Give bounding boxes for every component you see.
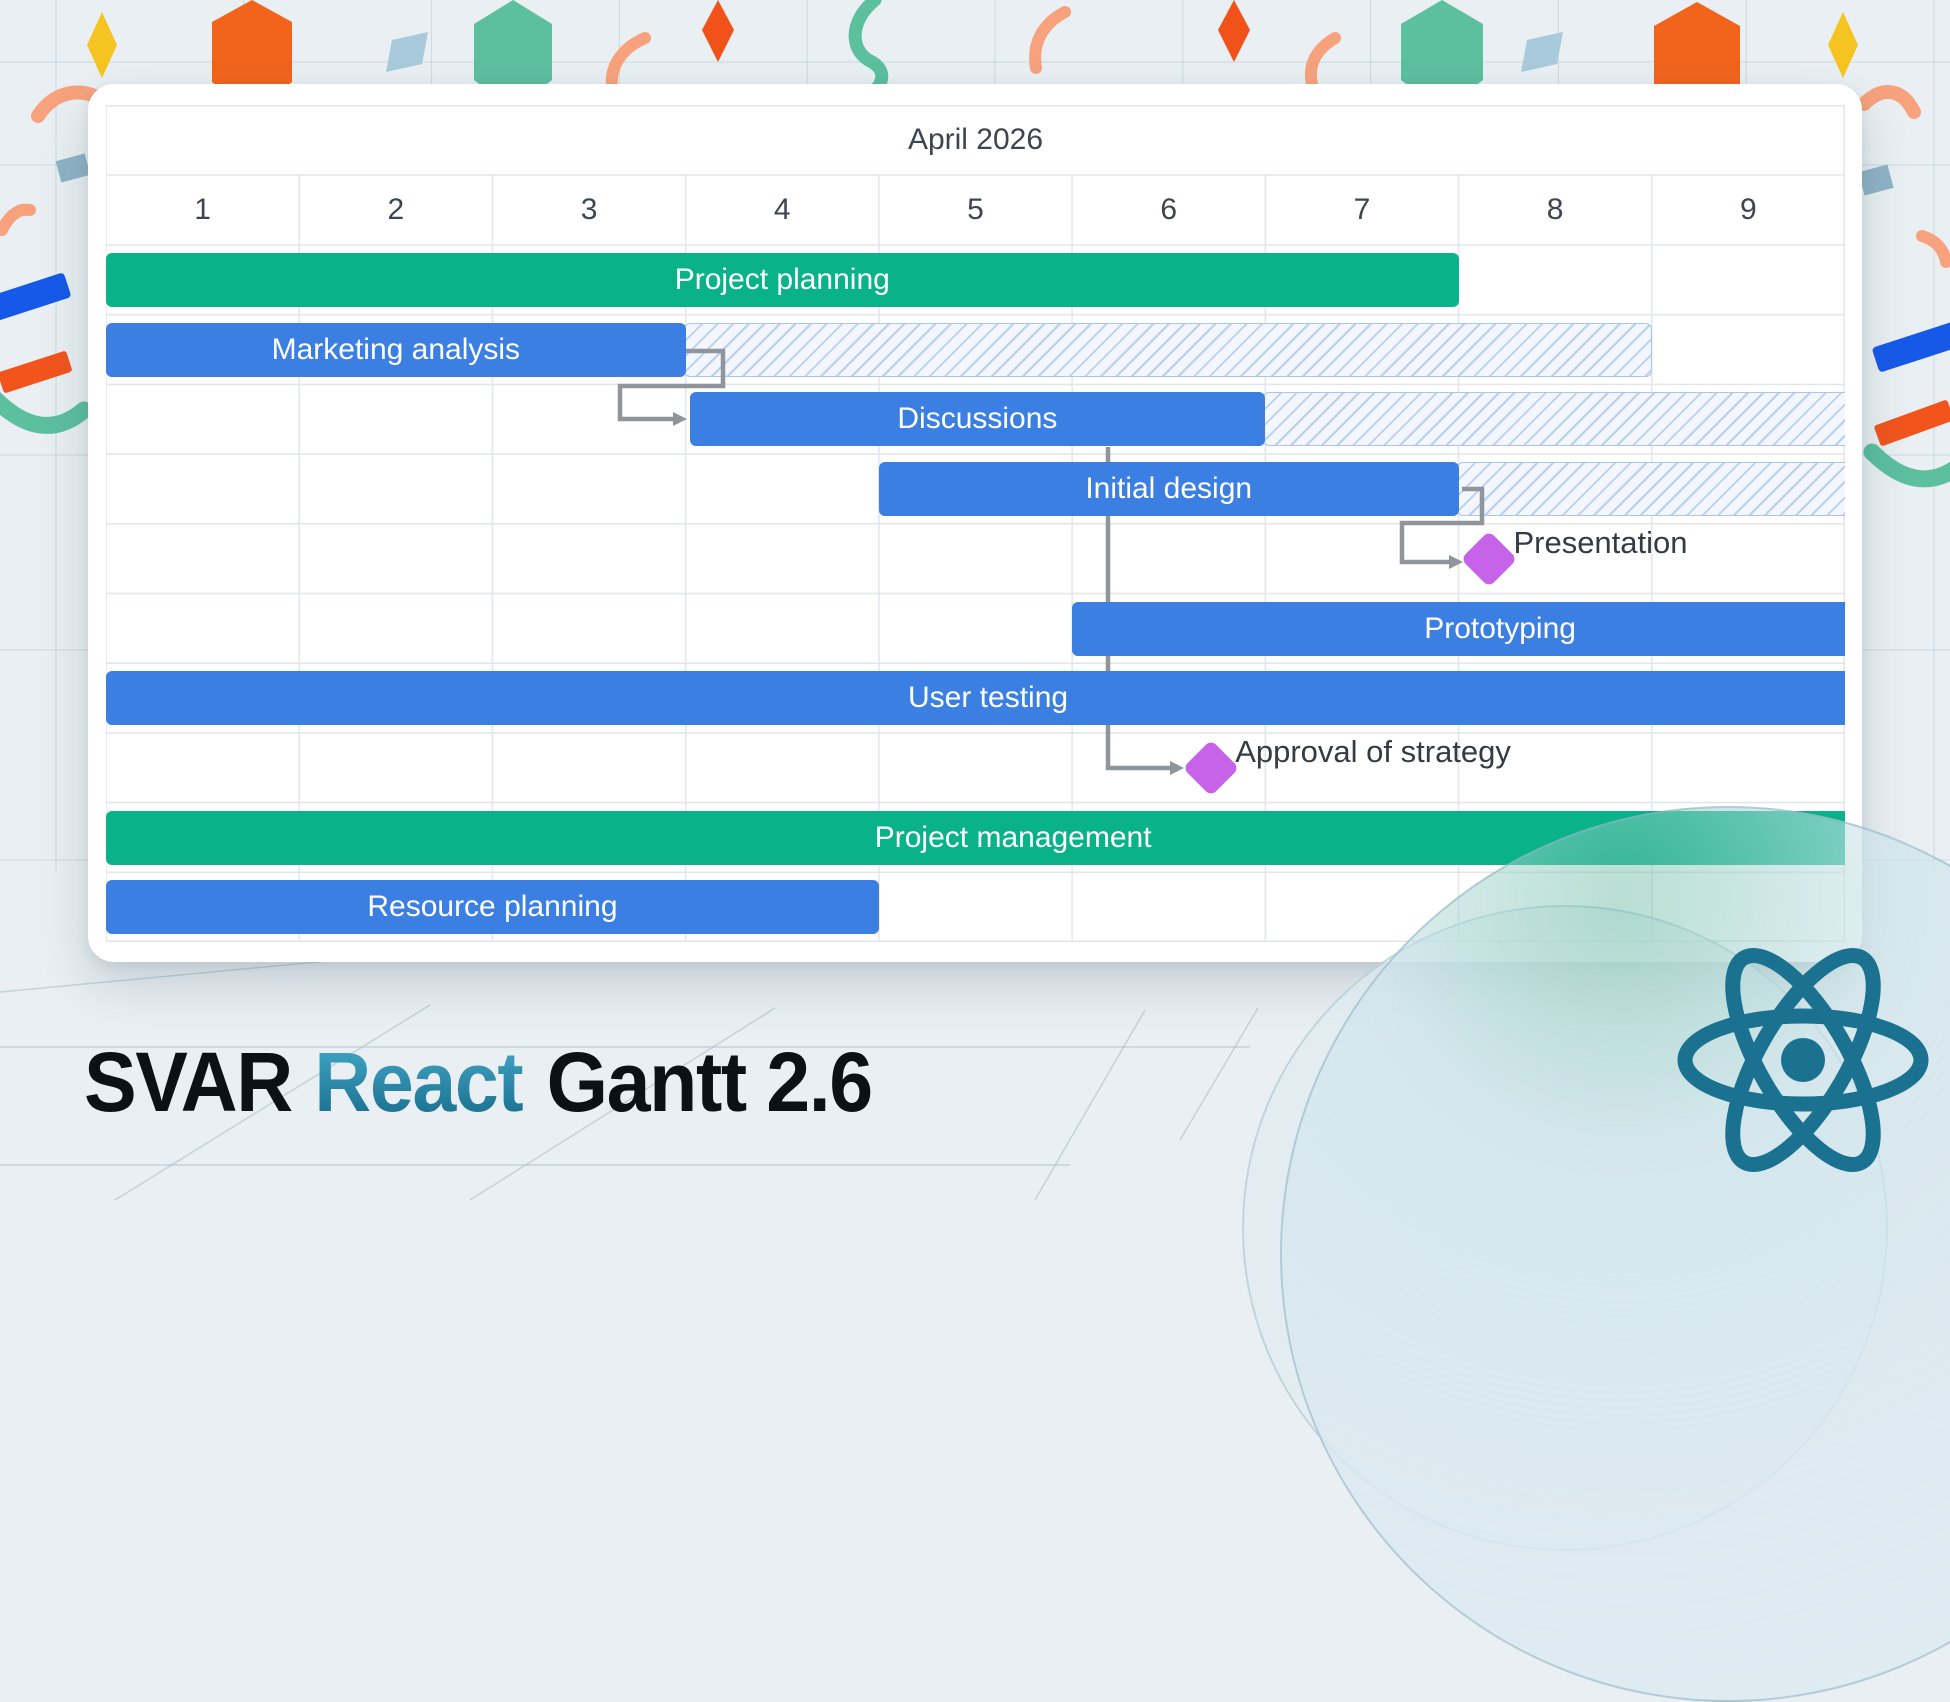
confetti-orange-bar bbox=[0, 351, 72, 393]
page-title: SVAR React Gantt 2.6 bbox=[84, 1035, 874, 1129]
confetti-salmon-curl bbox=[1029, 6, 1071, 74]
confetti-orange-diamond bbox=[702, 0, 734, 62]
confetti-blue-parallelogram bbox=[1521, 32, 1563, 72]
baseline-initial-design bbox=[1456, 462, 1845, 517]
confetti-orange-bar bbox=[1874, 400, 1950, 446]
confetti-blue-bar bbox=[0, 273, 71, 327]
title-react: React bbox=[312, 1035, 526, 1129]
task-bar-initial-design[interactable]: Initial design bbox=[878, 462, 1459, 517]
timescale-day-1: 1 bbox=[194, 193, 211, 226]
timescale-day-5: 5 bbox=[967, 193, 984, 226]
link-marketing-analysis-to-discussions bbox=[617, 348, 726, 426]
confetti-salmon-swoosh bbox=[1857, 85, 1921, 119]
task-label: Project management bbox=[874, 820, 1152, 854]
confetti-yellow-diamond bbox=[1828, 12, 1858, 78]
title-svar: SVAR bbox=[84, 1035, 293, 1129]
react-logo-icon bbox=[1677, 947, 1929, 1173]
confetti-salmon-arc bbox=[1916, 230, 1950, 268]
task-bar-marketing-analysis[interactable]: Marketing analysis bbox=[106, 322, 686, 377]
task-label: Project planning bbox=[674, 263, 890, 296]
title-rest: Gantt 2.6 bbox=[546, 1035, 874, 1129]
confetti-teal-crystal bbox=[474, 0, 552, 110]
task-label: Initial design bbox=[1085, 472, 1253, 506]
confetti-left bbox=[0, 85, 113, 434]
task-bar-project-planning[interactable]: Project planning bbox=[106, 253, 1459, 307]
confetti-blue-parallelogram bbox=[386, 32, 428, 72]
confetti-salmon-arc bbox=[0, 203, 36, 236]
confetti-steel-chip bbox=[55, 153, 91, 183]
timescale-day-7: 7 bbox=[1353, 193, 1371, 226]
confetti-orange-diamond bbox=[1218, 0, 1250, 62]
link-discussions-to-approval-of-strategy bbox=[1105, 447, 1184, 775]
confetti-teal-squiggle bbox=[848, 0, 889, 99]
task-bar-discussions[interactable]: Discussions bbox=[689, 392, 1266, 447]
confetti-blue-bar bbox=[1872, 316, 1950, 372]
confetti-yellow-diamond bbox=[87, 12, 117, 78]
task-bar-prototyping[interactable]: Prototyping bbox=[1072, 601, 1845, 656]
baseline-discussions bbox=[1263, 392, 1845, 447]
confetti-green-arc bbox=[0, 391, 93, 434]
confetti-right bbox=[1857, 85, 1950, 488]
timescale-day-3: 3 bbox=[580, 193, 598, 226]
confetti-steel-chip bbox=[1858, 164, 1894, 196]
task-label: Resource planning bbox=[367, 890, 618, 924]
confetti-salmon-curl bbox=[605, 32, 651, 92]
timescale-day-9: 9 bbox=[1740, 193, 1757, 226]
task-label: Discussions bbox=[897, 402, 1058, 436]
task-label: User testing bbox=[908, 681, 1069, 715]
confetti-salmon-curl bbox=[1305, 32, 1341, 90]
timescale-month-label: April 2026 bbox=[907, 123, 1044, 156]
dependency-links bbox=[617, 348, 1485, 775]
timescale-day-2: 2 bbox=[387, 193, 405, 226]
milestone-label: Presentation bbox=[1513, 525, 1688, 561]
task-bar-user-testing[interactable]: User testing bbox=[106, 671, 1845, 726]
timescale-day-8: 8 bbox=[1546, 193, 1564, 226]
timescale-day-4: 4 bbox=[773, 193, 791, 226]
task-label: Prototyping bbox=[1424, 611, 1576, 645]
floor-grid bbox=[0, 957, 1259, 1200]
link-initial-design-to-presentation bbox=[1399, 486, 1485, 569]
timescale-day-6: 6 bbox=[1160, 193, 1178, 226]
task-bar-resource-planning[interactable]: Resource planning bbox=[106, 880, 879, 935]
task-label: Marketing analysis bbox=[271, 332, 521, 366]
milestone-label: Approval of strategy bbox=[1235, 734, 1511, 770]
confetti-green-arc bbox=[1863, 443, 1950, 488]
baseline-marketing-analysis bbox=[683, 322, 1652, 377]
